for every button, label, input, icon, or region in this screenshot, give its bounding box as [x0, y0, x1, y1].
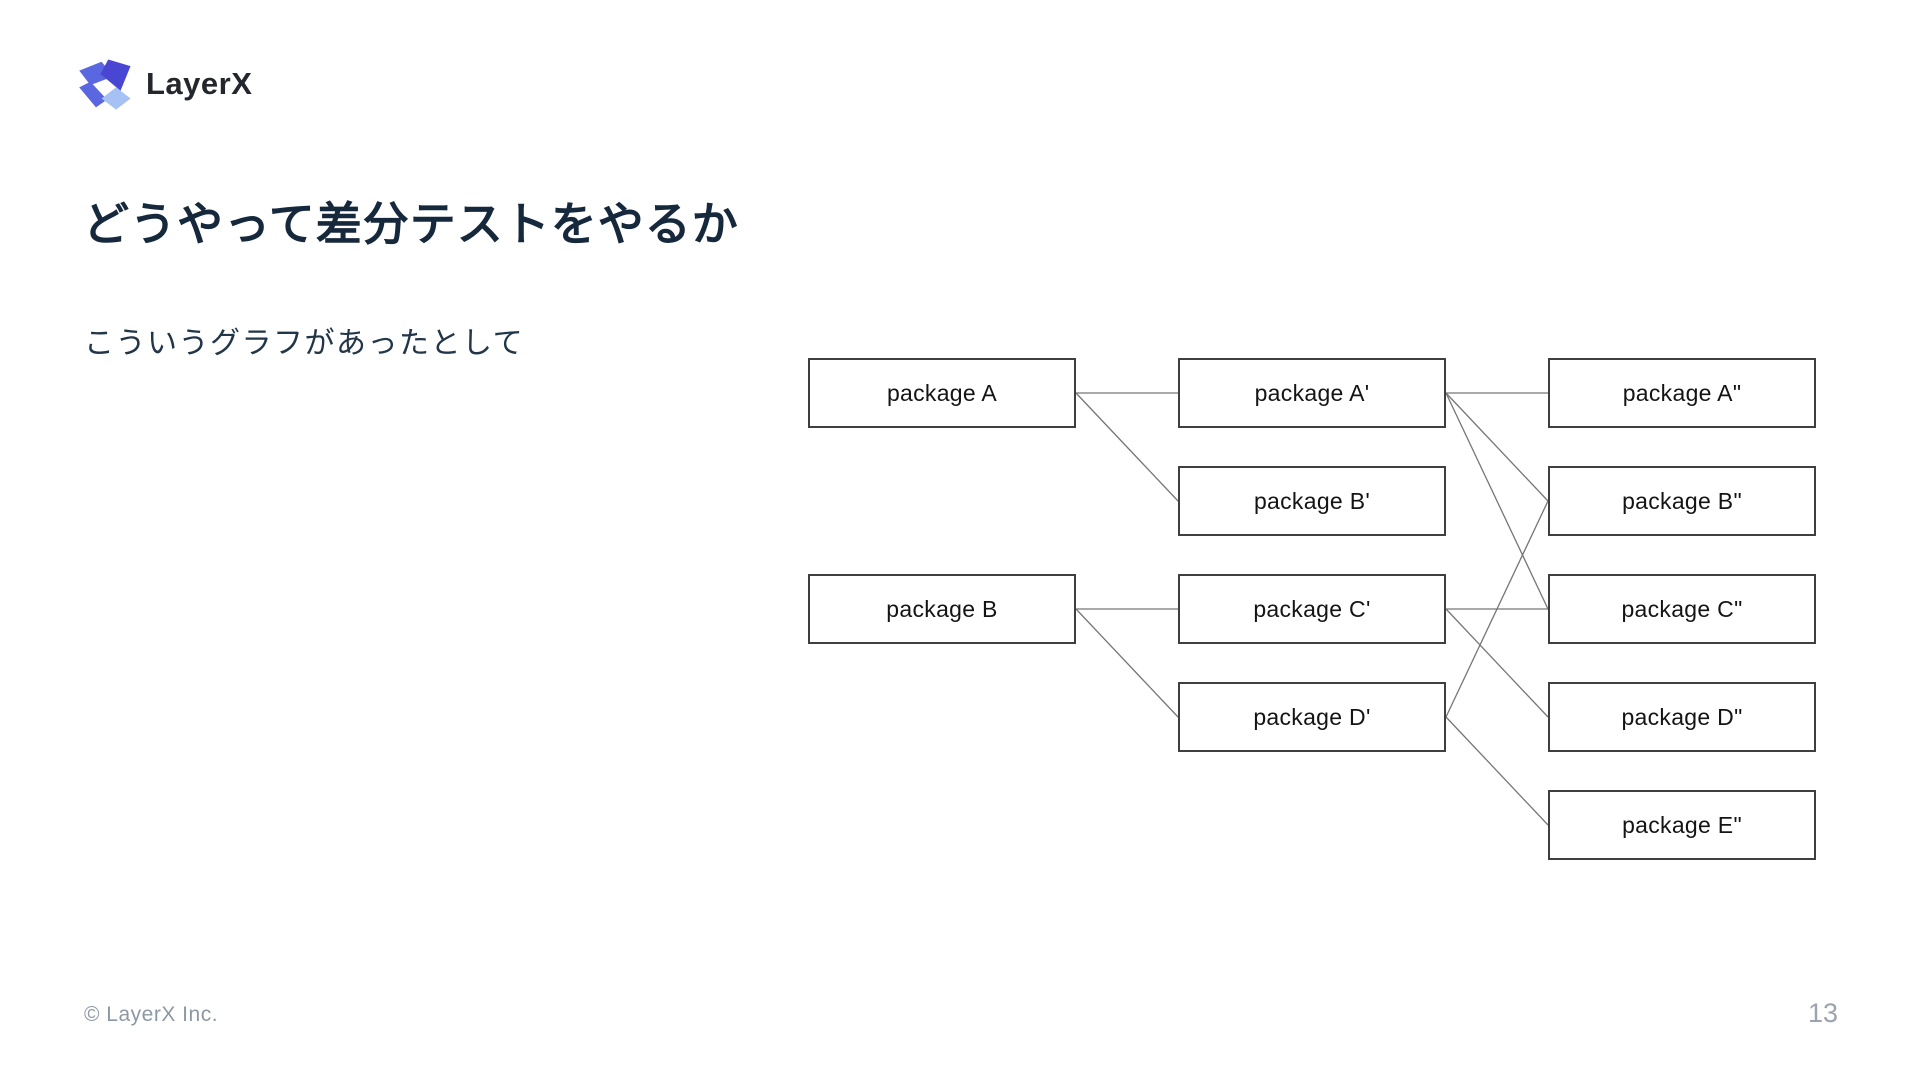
- edge-C1-D2: [1445, 608, 1549, 718]
- diagram-node-A1: package A': [1178, 358, 1446, 428]
- copyright-text: © LayerX Inc.: [84, 1003, 219, 1026]
- diagram-node-A: package A: [808, 358, 1076, 428]
- edge-B-D1: [1075, 608, 1179, 718]
- diagram-node-A2: package A": [1548, 358, 1816, 428]
- edge-A1-C2: [1445, 392, 1549, 610]
- edge-D1-E2: [1445, 716, 1549, 826]
- edge-A1-B2: [1445, 392, 1549, 502]
- logo-shape-bottom-left: [79, 81, 108, 108]
- edge-A-B1: [1075, 392, 1179, 502]
- diagram-node-D1: package D': [1178, 682, 1446, 752]
- layerx-logo-icon: [79, 59, 131, 110]
- diagram-node-B: package B: [808, 574, 1076, 644]
- logo-shape-top-right: [100, 59, 131, 91]
- page-number: 13: [1808, 998, 1839, 1028]
- logo-shape-bottom-right: [101, 87, 131, 110]
- diagram-node-D2: package D": [1548, 682, 1816, 752]
- layerx-logo: LayerX: [77, 58, 252, 110]
- edge-D1-B2: [1445, 500, 1549, 718]
- diagram-node-E2: package E": [1548, 790, 1816, 860]
- page-title: どうやって差分テストをやるか: [83, 198, 739, 250]
- diagram-node-C1: package C': [1178, 574, 1446, 644]
- diagram-node-C2: package C": [1548, 574, 1816, 644]
- diagram-node-B1: package B': [1178, 466, 1446, 536]
- logo-wordmark: LayerX: [146, 66, 253, 101]
- diagram-node-B2: package B": [1548, 466, 1816, 536]
- page-subtitle: こういうグラフがあったとして: [84, 327, 525, 360]
